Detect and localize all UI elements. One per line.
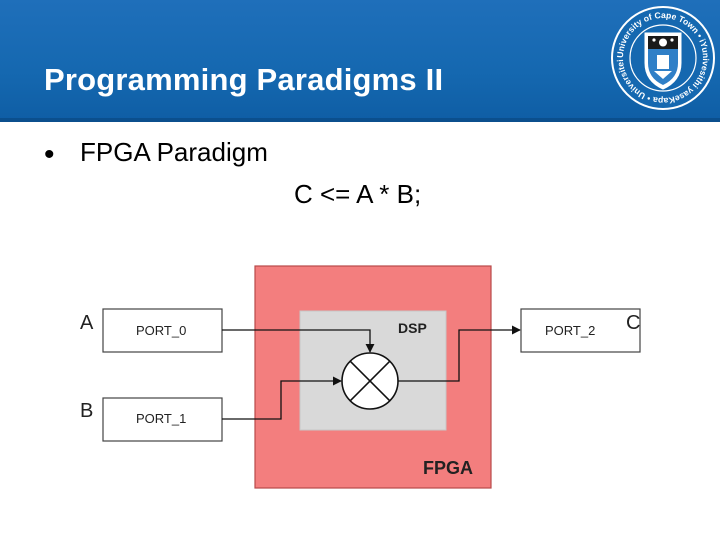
port-0-label: PORT_0 <box>136 323 186 338</box>
port-0-box <box>102 308 223 353</box>
port-2-box <box>520 308 641 353</box>
input-a-label: A <box>80 312 94 334</box>
output-c-label: C <box>626 312 640 334</box>
code-expression: C <= A * B; <box>294 179 422 209</box>
input-b-label: B <box>80 400 93 422</box>
bullet-marker: • <box>44 138 55 171</box>
fpga-label: FPGA <box>423 458 473 478</box>
port-1-label: PORT_1 <box>136 411 186 426</box>
header-divider <box>0 118 720 122</box>
university-seal-logo: University of Cape Town • iYunivesithi y… <box>610 5 715 110</box>
port-1-box <box>102 397 223 442</box>
wire-multiplier-to-c <box>398 325 521 382</box>
slide-header <box>0 0 720 120</box>
bullet-text: FPGA Paradigm <box>80 137 268 167</box>
slide-title: Programming Paradigms II <box>44 62 444 97</box>
port-2-label: PORT_2 <box>545 323 595 338</box>
wire-b-to-multiplier <box>222 376 342 420</box>
dsp-label: DSP <box>398 320 427 336</box>
wire-a-to-multiplier <box>222 329 375 353</box>
